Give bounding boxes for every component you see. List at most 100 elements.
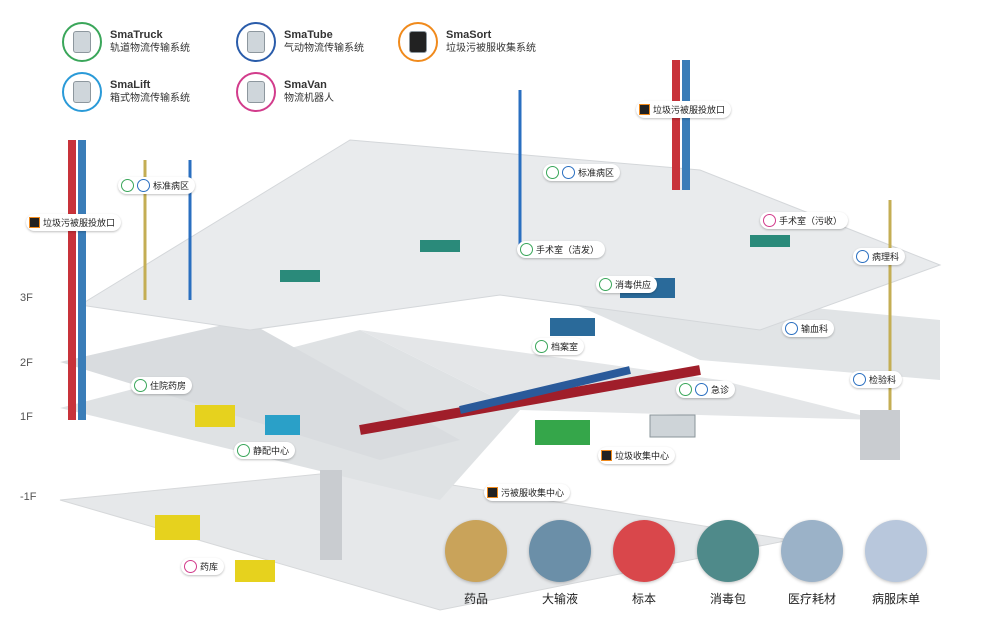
infusion-image <box>529 520 591 582</box>
stock-yellow-1 <box>195 405 235 427</box>
pneumatic-tube-icon <box>137 179 150 192</box>
sorter-icon <box>601 450 612 461</box>
stock-teal-1 <box>265 415 300 435</box>
label-text: 垃圾收集中心 <box>615 451 670 461</box>
label-garbage-inlet-left: 垃圾污被服投放口 <box>26 214 122 231</box>
stock-yellow-2 <box>155 515 200 540</box>
category-label: 病服床单 <box>871 592 920 606</box>
conveyor-blue <box>459 366 631 414</box>
legend-smavan: SmaVan 物流机器人 <box>236 72 334 112</box>
conveyor-red <box>359 365 701 435</box>
sorter-icon <box>639 104 650 115</box>
rail-truck-icon <box>679 383 692 396</box>
label-text: 输血科 <box>801 324 829 334</box>
legend-name: SmaLift <box>110 79 151 91</box>
sorter-icon <box>487 487 498 498</box>
category-label: 药品 <box>463 592 488 606</box>
label-garbage-center: 垃圾收集中心 <box>598 447 676 464</box>
category-sterile-pack: 消毒包 <box>695 520 761 607</box>
shaft-red-left <box>68 140 76 420</box>
rail-truck-icon <box>237 444 250 457</box>
legend-desc: 物流机器人 <box>284 93 334 104</box>
category-label: 大输液 <box>541 592 578 606</box>
truck <box>649 414 696 438</box>
shaft-red-right <box>672 60 680 190</box>
rail-truck-icon <box>546 166 559 179</box>
label-archive: 档案室 <box>532 338 585 355</box>
label-text: 消毒供应 <box>615 280 652 290</box>
robot-icon <box>763 214 776 227</box>
label-inpatient-pharmacy: 住院药房 <box>131 377 193 394</box>
category-consumables: 医疗耗材 <box>779 520 845 607</box>
label-text: 手术室（污收） <box>779 216 843 226</box>
shaft-blue-left <box>78 140 86 420</box>
pneumatic-tube-icon <box>856 250 869 263</box>
label-transfusion: 输血科 <box>782 320 835 337</box>
floor-label-3f: 3F <box>20 292 33 304</box>
rail-truck-icon <box>520 243 533 256</box>
consumables-image <box>781 520 843 582</box>
legend-desc: 气动物流传输系统 <box>284 43 364 54</box>
label-laboratory: 检验科 <box>850 371 903 388</box>
floor-label-1f: 1F <box>20 411 33 423</box>
pneumatic-tube-icon <box>236 22 276 62</box>
label-dispensing-center: 静配中心 <box>234 442 296 459</box>
legend-name: SmaTube <box>284 29 333 41</box>
pneumatic-tube-icon <box>853 373 866 386</box>
pneumatic-tube-icon <box>695 383 708 396</box>
legend-smatube: SmaTube 气动物流传输系统 <box>236 22 364 62</box>
label-text: 病理科 <box>872 252 900 262</box>
legend-desc: 垃圾污被服收集系统 <box>446 43 536 54</box>
category-label: 医疗耗材 <box>787 592 836 606</box>
rail-truck-icon <box>121 179 134 192</box>
category-specimen: 标本 <box>611 520 677 607</box>
label-text: 垃圾污被服投放口 <box>43 218 116 228</box>
label-text: 药库 <box>200 562 219 572</box>
legend-name: SmaTruck <box>110 29 163 41</box>
label-text: 检验科 <box>869 375 897 385</box>
legend-name: SmaSort <box>446 29 492 41</box>
linen-image <box>865 520 927 582</box>
label-or-dirty: 手术室（污收） <box>760 212 849 229</box>
stock-blue-1 <box>550 318 595 336</box>
label-text: 手术室（洁发） <box>536 245 600 255</box>
stock-green <box>535 420 590 445</box>
label-disinfection-supply: 消毒供应 <box>596 276 658 293</box>
label-text: 急诊 <box>711 385 730 395</box>
column-1 <box>320 470 342 560</box>
specimen-image <box>613 520 675 582</box>
legend-name: SmaVan <box>284 79 327 91</box>
legend-smatruck: SmaTruck 轨道物流传输系统 <box>62 22 190 62</box>
label-ward-left: 标准病区 <box>118 177 196 194</box>
rail-truck-icon <box>62 22 102 62</box>
label-text: 住院药房 <box>150 381 187 391</box>
stock-yellow-3 <box>235 560 275 582</box>
label-pathology: 病理科 <box>853 248 906 265</box>
or-table-2 <box>420 240 460 252</box>
shaft-blue-right <box>682 60 690 190</box>
pneumatic-tube-icon <box>562 166 575 179</box>
legend-desc: 轨道物流传输系统 <box>110 43 190 54</box>
rail-truck-icon <box>134 379 147 392</box>
label-linen-center: 污被服收集中心 <box>484 484 571 501</box>
rail-truck-icon <box>599 278 612 291</box>
label-pharmacy-warehouse: 药库 <box>181 558 225 575</box>
robot-icon <box>236 72 276 112</box>
robot-icon <box>184 560 197 573</box>
label-text: 档案室 <box>551 342 579 352</box>
label-garbage-inlet-right: 垃圾污被服投放口 <box>636 101 732 118</box>
label-text: 静配中心 <box>253 446 290 456</box>
floor-label-2f: 2F <box>20 357 33 369</box>
sterile-pack-image <box>697 520 759 582</box>
label-ward-mid: 标准病区 <box>543 164 621 181</box>
legend-desc: 箱式物流传输系统 <box>110 93 190 104</box>
medicine-image <box>445 520 507 582</box>
or-table-3 <box>750 235 790 247</box>
category-linen: 病服床单 <box>863 520 929 607</box>
rail-truck-icon <box>535 340 548 353</box>
lift-icon <box>62 72 102 112</box>
label-text: 垃圾污被服投放口 <box>653 105 726 115</box>
floor-3f-slab <box>78 139 942 331</box>
label-text: 标准病区 <box>153 181 190 191</box>
